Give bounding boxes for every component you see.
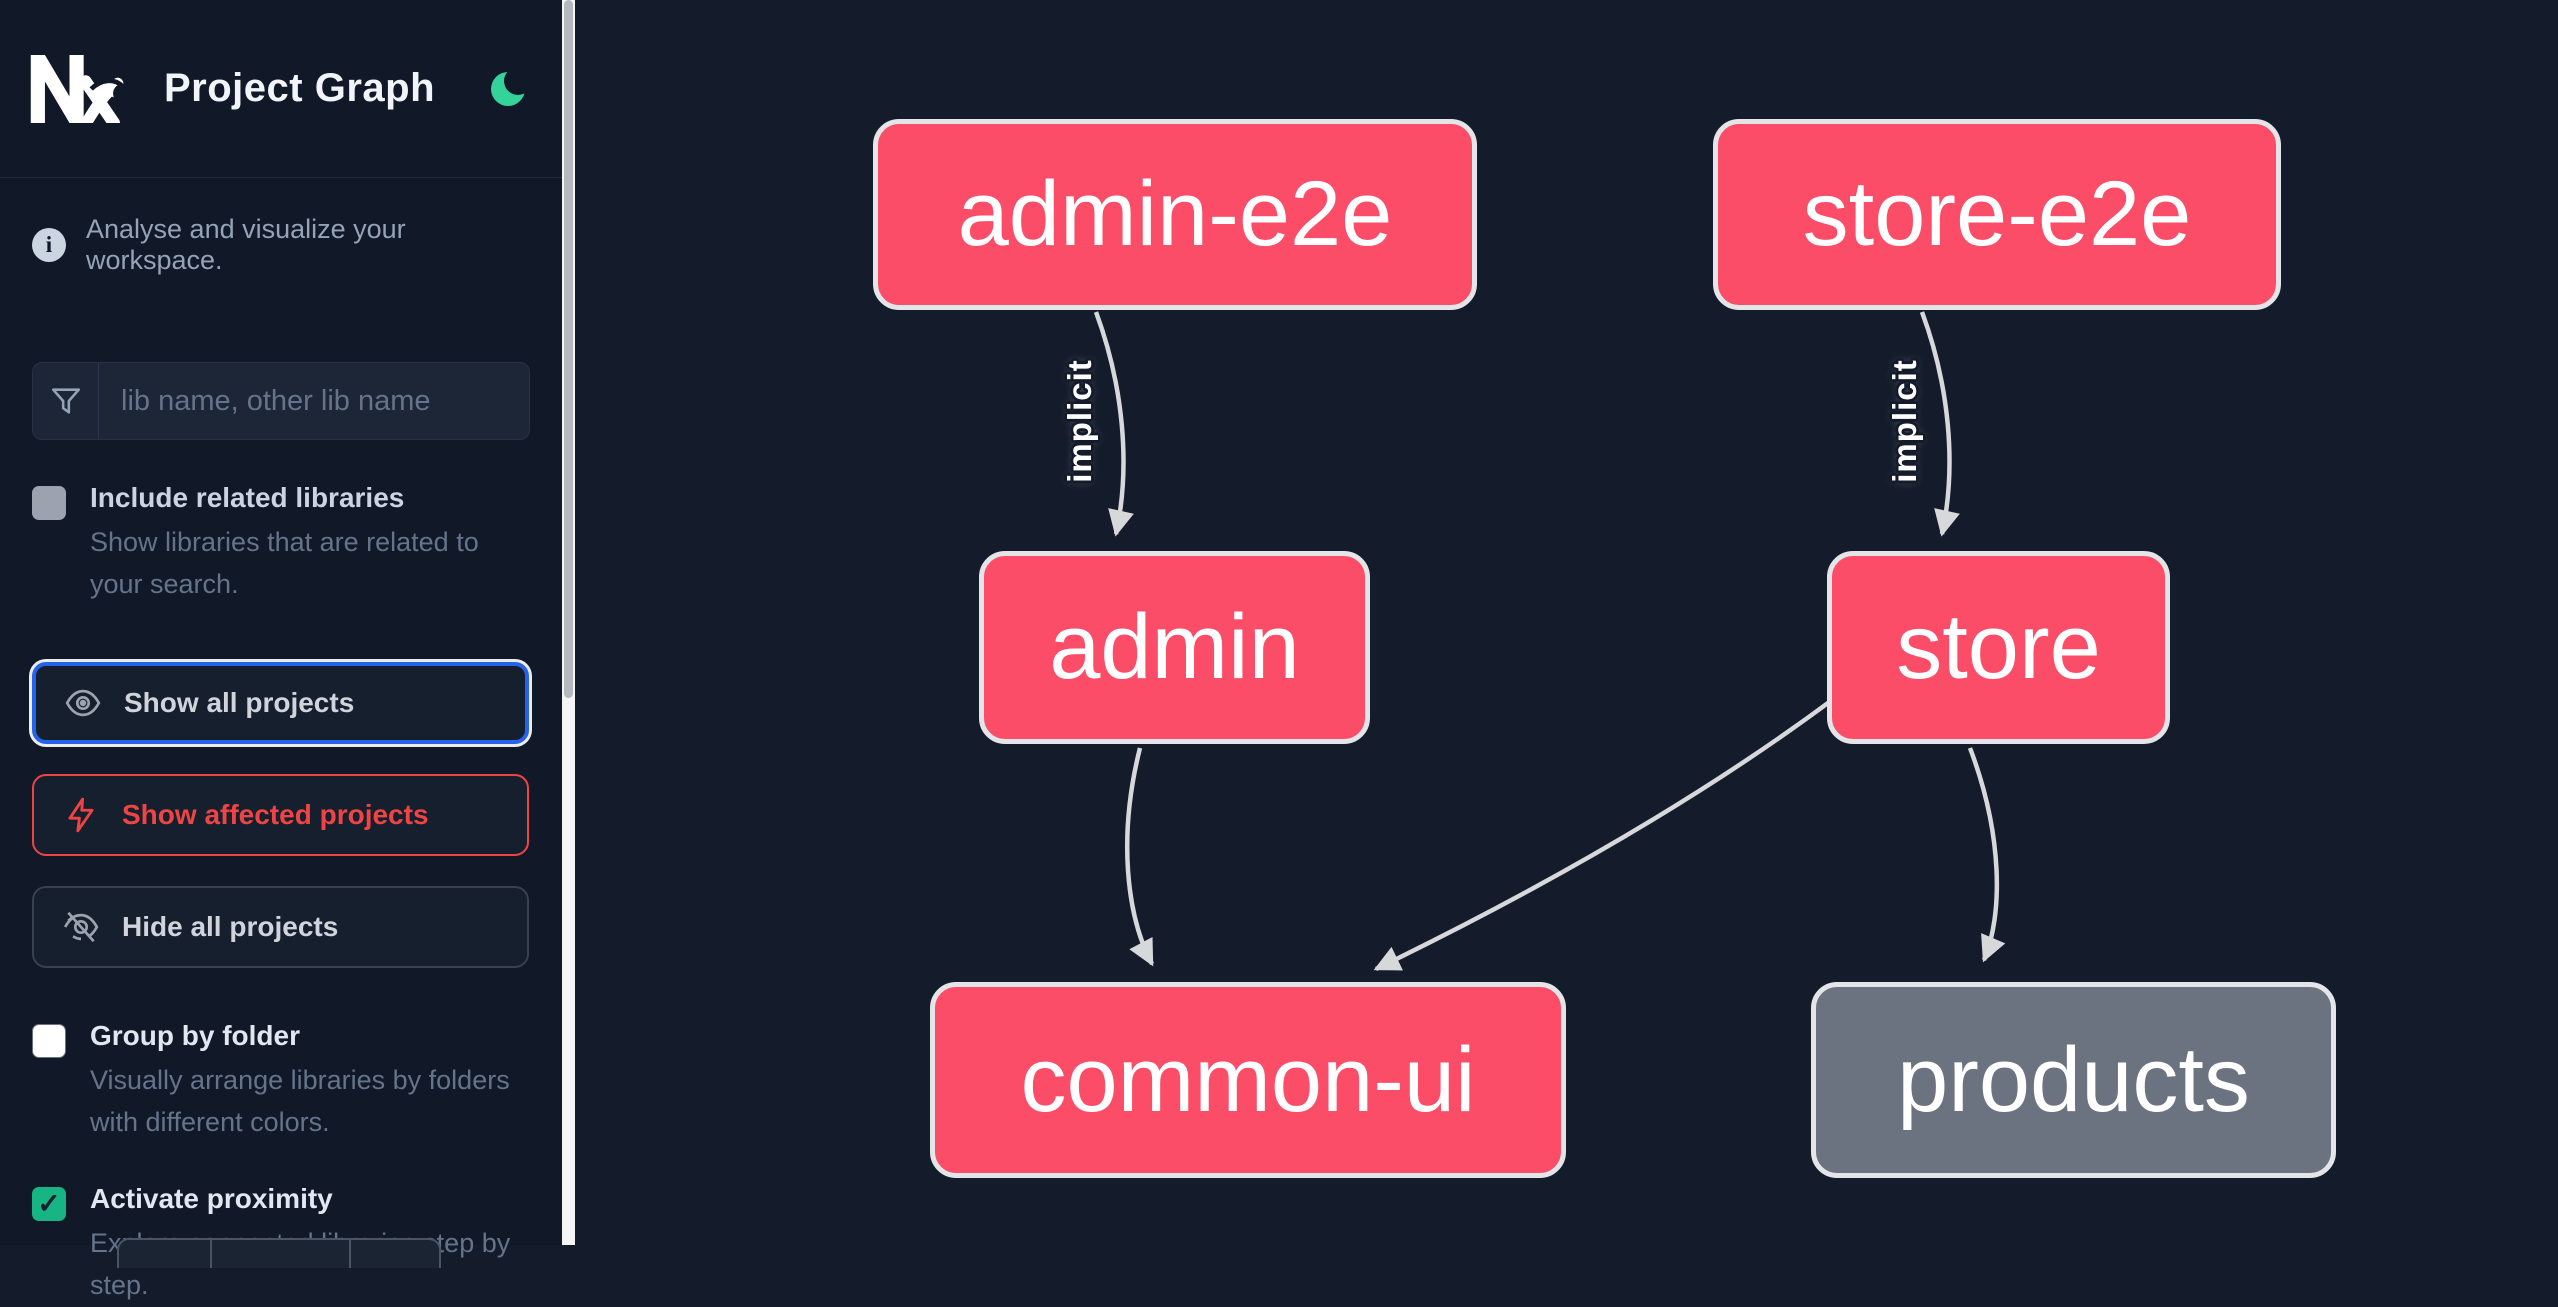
- eye-icon: [65, 689, 101, 716]
- show-affected-projects-label: Show affected projects: [122, 798, 429, 830]
- tagline-text: Analyse and visualize your workspace.: [86, 214, 406, 275]
- nx-logo-icon: [30, 54, 126, 123]
- graph-node-products[interactable]: products: [1811, 982, 2336, 1178]
- search-input[interactable]: [99, 363, 529, 439]
- include-related-label: Include related libraries: [90, 482, 405, 513]
- edge-store-e2e-to-store[interactable]: [1919, 311, 1960, 537]
- include-related-option: ✓ Include related libraries Show librari…: [32, 482, 530, 606]
- group-by-folder-checkbox[interactable]: ✓: [32, 1023, 66, 1058]
- show-affected-projects-button[interactable]: Show affected projects: [32, 773, 529, 856]
- activate-proximity-label: Activate proximity: [90, 1183, 333, 1215]
- group-by-folder-option: ✓ Group by folder Visually arrange libra…: [32, 1020, 530, 1144]
- graph-node-admin[interactable]: admin: [979, 551, 1370, 744]
- funnel-icon: [33, 363, 99, 439]
- theme-toggle-button[interactable]: [488, 66, 532, 111]
- search-box: [32, 362, 530, 440]
- show-all-projects-button[interactable]: Show all projects: [32, 661, 529, 744]
- group-by-folder-description: Visually arrange libraries by folders wi…: [90, 1064, 510, 1137]
- proximity-depth-control[interactable]: [117, 1238, 441, 1268]
- edge-admin-e2e-to-admin[interactable]: [1093, 311, 1134, 537]
- bolt-icon: [68, 797, 94, 832]
- graph-edges-layer: [1093, 311, 2006, 972]
- proximity-increment-segment[interactable]: [351, 1240, 439, 1268]
- edge-store-to-products[interactable]: [1967, 747, 2006, 963]
- edge-store-to-common-ui[interactable]: [1373, 698, 1834, 972]
- info-icon: i: [32, 228, 66, 262]
- edge-admin-to-common-ui[interactable]: [1125, 747, 1154, 967]
- sidebar-scrollbar-track[interactable]: [562, 0, 575, 1245]
- graph-canvas[interactable]: admin-e2e store-e2e admin store common-ui pro…: [575, 0, 2558, 1245]
- sidebar-header: Project Graph: [0, 0, 562, 178]
- proximity-decrement-segment[interactable]: [119, 1240, 212, 1268]
- graph-node-store[interactable]: store: [1827, 551, 2170, 744]
- hide-all-projects-label: Hide all projects: [122, 910, 339, 942]
- graph-node-common-ui[interactable]: common-ui: [930, 982, 1566, 1178]
- edge-label-implicit: implicit: [1886, 359, 1923, 483]
- eye-off-icon: [63, 911, 99, 942]
- graph-node-admin-e2e[interactable]: admin-e2e: [873, 119, 1477, 310]
- moon-icon: [491, 66, 532, 106]
- sidebar: Project Graph i Analyse and visualize yo…: [0, 0, 562, 1300]
- include-related-description: Show libraries that are related to your …: [90, 527, 479, 599]
- proximity-value-segment: [212, 1240, 351, 1268]
- show-all-projects-label: Show all projects: [124, 686, 355, 718]
- group-by-folder-label: Group by folder: [90, 1019, 300, 1051]
- hide-all-projects-button[interactable]: Hide all projects: [32, 885, 529, 968]
- include-related-checkbox[interactable]: ✓: [32, 486, 66, 520]
- page-title: Project Graph: [164, 66, 436, 110]
- activate-proximity-checkbox[interactable]: ✓: [32, 1187, 66, 1222]
- sidebar-scrollbar-thumb[interactable]: [564, 0, 573, 698]
- edge-label-implicit: implicit: [1061, 359, 1098, 483]
- graph-node-store-e2e[interactable]: store-e2e: [1713, 119, 2281, 310]
